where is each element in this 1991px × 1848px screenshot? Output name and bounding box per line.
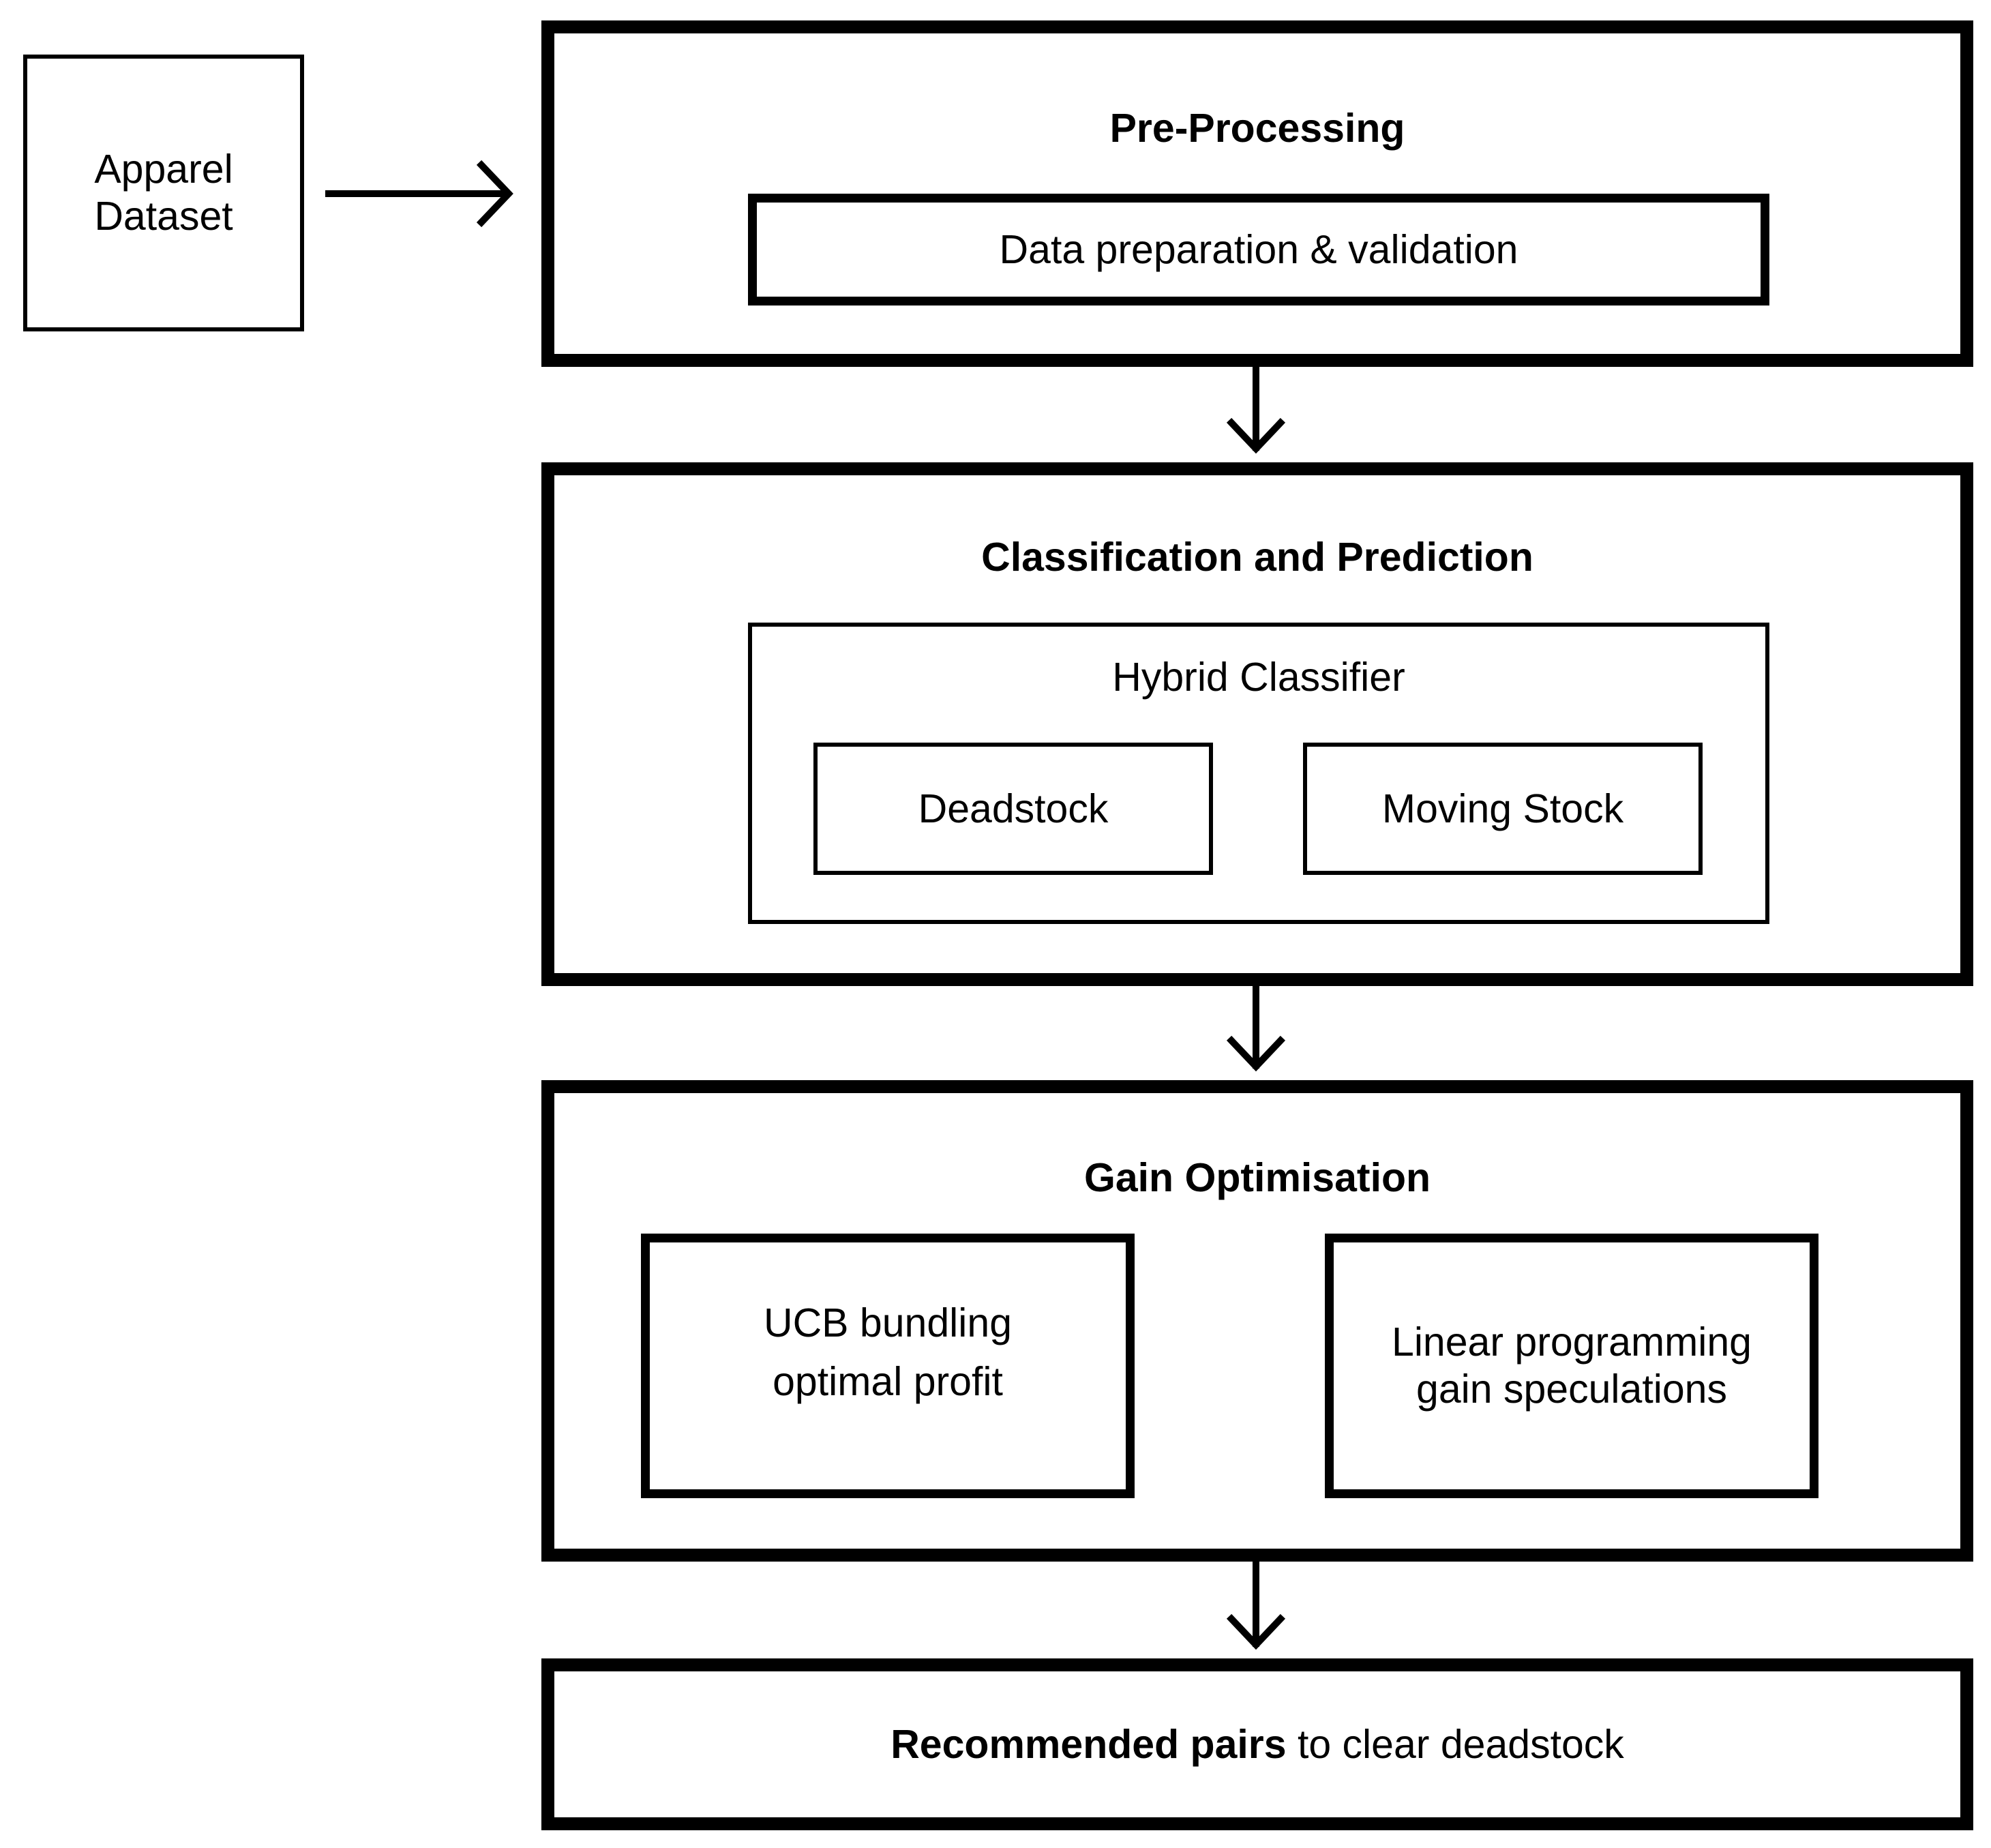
preprocessing-title: Pre-Processing bbox=[1109, 106, 1405, 151]
moving-stock-class-box: Moving Stock bbox=[1303, 743, 1703, 875]
linear-programming-label: Linear programming gain speculations bbox=[1392, 1320, 1752, 1412]
deadstock-label: Deadstock bbox=[918, 786, 1109, 831]
arrow-classification-to-gain bbox=[1226, 980, 1286, 1072]
arrow-preprocessing-to-classification bbox=[1226, 361, 1286, 454]
gain-optimisation-stage: Gain Optimisation UCB bundling optimal p… bbox=[541, 1080, 1973, 1562]
arrow-gain-to-output bbox=[1226, 1555, 1286, 1650]
hybrid-classifier-label: Hybrid Classifier bbox=[1112, 655, 1405, 700]
linear-programming-box: Linear programming gain speculations bbox=[1325, 1234, 1818, 1498]
classification-stage: Classification and Prediction Hybrid Cla… bbox=[541, 462, 1973, 986]
data-preparation-box: Data preparation & validation bbox=[748, 194, 1769, 305]
ucb-bundling-label: UCB bundling optimal profit bbox=[763, 1300, 1013, 1404]
deadstock-class-box: Deadstock bbox=[813, 743, 1213, 875]
apparel-dataset-box: Apparel Dataset bbox=[23, 55, 304, 331]
moving-stock-label: Moving Stock bbox=[1381, 786, 1624, 831]
data-preparation-label: Data preparation & validation bbox=[999, 226, 1518, 272]
arrow-dataset-to-preprocessing bbox=[325, 160, 513, 228]
hybrid-classifier-box: Hybrid Classifier Deadstock Moving Stock bbox=[748, 623, 1769, 924]
apparel-dataset-label: Apparel Dataset bbox=[94, 147, 233, 239]
preprocessing-stage: Pre-Processing Data preparation & valida… bbox=[541, 20, 1973, 367]
classification-title: Classification and Prediction bbox=[981, 535, 1533, 580]
gain-optimisation-title: Gain Optimisation bbox=[1083, 1155, 1431, 1200]
recommended-pairs-rest: to clear deadstock bbox=[1286, 1721, 1624, 1767]
ucb-bundling-box: UCB bundling optimal profit bbox=[641, 1234, 1135, 1498]
recommended-pairs-bold: Recommended pairs bbox=[890, 1721, 1287, 1767]
recommended-pairs-output-box: Recommended pairs to clear deadstock bbox=[541, 1658, 1973, 1830]
recommended-pairs-text: Recommended pairs to clear deadstock bbox=[890, 1721, 1624, 1768]
